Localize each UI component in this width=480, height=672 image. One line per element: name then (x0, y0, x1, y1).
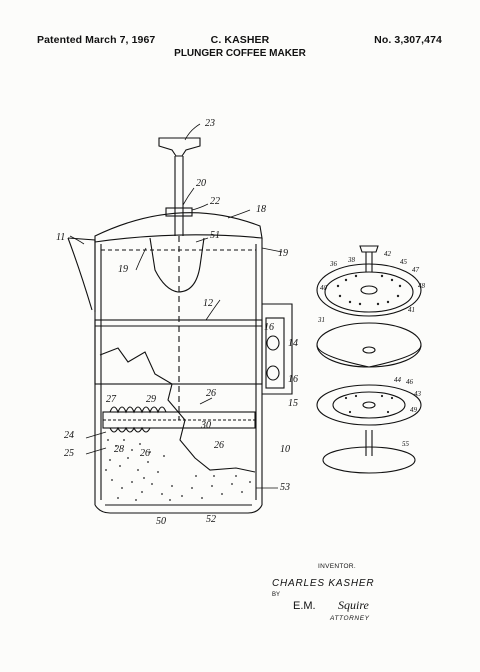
patent-date: Patented March 7, 1967 (37, 34, 156, 46)
plunger-knob (158, 137, 201, 157)
patent-title: PLUNGER COFFEE MAKER (174, 48, 306, 59)
ref-48: 48 (418, 282, 426, 290)
exploded-filter-view (316, 245, 422, 474)
ref-18: 18 (256, 204, 266, 215)
ref-51: 51 (210, 230, 220, 241)
coffee-grounds (105, 439, 251, 501)
ref-27: 27 (106, 394, 117, 405)
bottom-perforated-plate (316, 384, 422, 426)
ref-19-right: 19 (278, 248, 288, 259)
handle-rivet-upper (266, 335, 280, 351)
lid (94, 212, 263, 243)
filter-cloth-disc (316, 322, 422, 368)
perforated-disc (316, 263, 422, 317)
attorney-name: E.M. (293, 600, 316, 612)
handle-rivet-lower (266, 365, 280, 381)
ref-29: 29 (146, 394, 156, 405)
coffee-maker-figure (67, 137, 293, 514)
ref-41: 41 (408, 306, 415, 314)
ref-24: 24 (64, 430, 74, 441)
filter-spring (109, 406, 167, 414)
ref-30: 30 (200, 420, 211, 431)
ref-44: 44 (394, 376, 402, 384)
ref-46: 46 (406, 378, 414, 386)
ref-47: 47 (412, 266, 420, 274)
cutaway-top (149, 237, 205, 293)
ref-53: 53 (280, 482, 290, 493)
ref-22: 22 (210, 196, 220, 207)
inventor-name: CHARLES KASHER (272, 578, 375, 589)
ref-38: 38 (347, 256, 356, 264)
patent-number: No. 3,307,474 (374, 34, 442, 46)
ref-20: 20 (196, 178, 206, 189)
ref-36: 36 (329, 260, 338, 268)
ref-40: 40 (320, 284, 328, 292)
carafe-bottom (94, 504, 263, 514)
ref-50: 50 (156, 516, 166, 527)
ref-19-left: 19 (118, 264, 128, 275)
by-label: BY (272, 592, 281, 598)
perforations (336, 274, 402, 414)
ref-15: 15 (288, 398, 298, 409)
ref-14: 14 (288, 338, 298, 349)
ref-26-upper: 26 (206, 388, 216, 399)
ref-25: 25 (64, 448, 74, 459)
ref-49: 49 (410, 406, 418, 414)
ref-12: 12 (203, 298, 213, 309)
ref-42: 42 (384, 250, 392, 258)
attorney-caption: ATTORNEY (330, 615, 370, 622)
ref-55: 55 (402, 440, 410, 448)
ref-26-right: 26 (214, 440, 224, 451)
inventor-header: C. KASHER (210, 34, 270, 46)
ref-10: 10 (280, 444, 290, 455)
ref-45: 45 (400, 258, 408, 266)
handle (262, 303, 293, 395)
ref-28: 28 (114, 444, 124, 455)
base-disc (322, 446, 416, 474)
frame-band (94, 319, 263, 385)
reference-numerals: 23 20 22 18 11 51 19 19 12 16 14 16 15 2… (56, 118, 426, 527)
cutaway-edge (99, 347, 256, 473)
ref-26-mid: 26 (140, 448, 150, 459)
ref-43: 43 (414, 390, 422, 398)
lid-bushing (165, 207, 193, 217)
attorney-signature: Squire (338, 598, 369, 612)
leader-lines (69, 123, 283, 489)
inventor-caption: INVENTOR. (318, 563, 356, 570)
ref-16-upper: 16 (264, 322, 274, 333)
ref-16-lower: 16 (288, 374, 298, 385)
ref-52: 52 (206, 514, 216, 525)
ref-31: 31 (317, 316, 325, 324)
ref-23: 23 (205, 118, 215, 129)
ref-11: 11 (56, 232, 65, 243)
